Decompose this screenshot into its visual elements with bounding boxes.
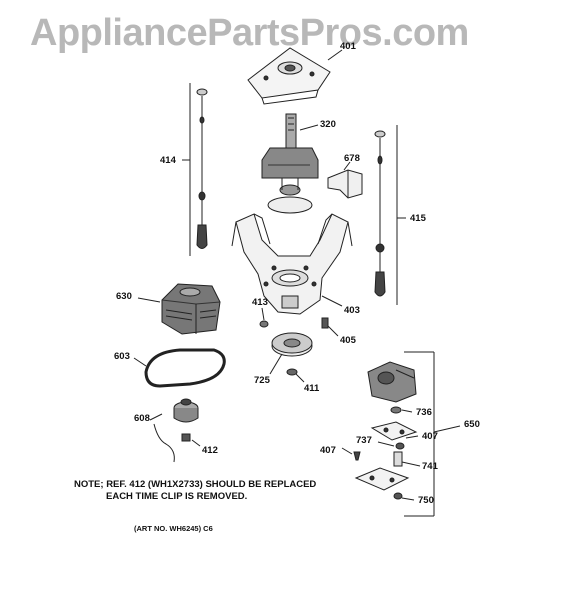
label-678: 678 bbox=[344, 153, 360, 164]
label-650: 650 bbox=[464, 419, 480, 430]
label-725: 725 bbox=[254, 375, 270, 386]
replacement-note-line1: NOTE; REF. 412 (WH1X2733) SHOULD BE REPL… bbox=[74, 479, 317, 490]
part-736 bbox=[390, 406, 413, 414]
label-401: 401 bbox=[340, 41, 356, 52]
part-pulley-725 bbox=[269, 332, 313, 375]
part-nut-411 bbox=[286, 368, 305, 383]
part-bracket-678 bbox=[327, 161, 363, 199]
part-clip-412 bbox=[181, 433, 201, 447]
replacement-note-line2: EACH TIME CLIP IS REMOVED. bbox=[106, 491, 248, 502]
label-412: 412 bbox=[202, 445, 218, 456]
label-603: 603 bbox=[114, 351, 130, 362]
part-motor-630 bbox=[137, 283, 221, 335]
label-737: 737 bbox=[356, 435, 372, 446]
part-nut-413 bbox=[259, 307, 269, 328]
part-belt-603 bbox=[133, 348, 226, 388]
label-403: 403 bbox=[344, 305, 360, 316]
part-frame-403 bbox=[231, 213, 353, 315]
label-608: 608 bbox=[134, 413, 150, 424]
part-transmission-320 bbox=[261, 113, 319, 214]
label-741: 741 bbox=[422, 461, 438, 472]
label-405: 405 bbox=[340, 335, 356, 346]
label-736: 736 bbox=[416, 407, 432, 418]
part-suspension-rod-415 bbox=[374, 125, 406, 305]
part-cover-401 bbox=[247, 47, 343, 105]
art-number: (ART NO. WH6245) C6 bbox=[134, 524, 213, 533]
part-plate-407-upper bbox=[370, 421, 419, 441]
label-415: 415 bbox=[410, 213, 426, 224]
label-407-upper: 407 bbox=[422, 431, 438, 442]
label-414: 414 bbox=[160, 155, 176, 166]
label-320: 320 bbox=[320, 119, 336, 130]
part-737 bbox=[377, 441, 405, 450]
part-suspension-rod-414 bbox=[182, 83, 208, 256]
label-407-left: 407 bbox=[320, 445, 336, 456]
part-bolt-405 bbox=[321, 317, 339, 337]
label-630: 630 bbox=[116, 291, 132, 302]
label-413: 413 bbox=[252, 297, 268, 308]
part-pump-608 bbox=[149, 398, 199, 463]
part-plate-lower bbox=[354, 467, 410, 491]
part-741 bbox=[393, 451, 421, 467]
part-shifter-motor bbox=[367, 361, 417, 403]
label-411: 411 bbox=[304, 383, 320, 394]
assembly-bracket-650 bbox=[404, 351, 461, 517]
watermark: AppliancePartsPros.com bbox=[30, 12, 469, 54]
part-750 bbox=[393, 492, 415, 501]
label-750: 750 bbox=[418, 495, 434, 506]
part-screw-407-left bbox=[341, 447, 361, 461]
